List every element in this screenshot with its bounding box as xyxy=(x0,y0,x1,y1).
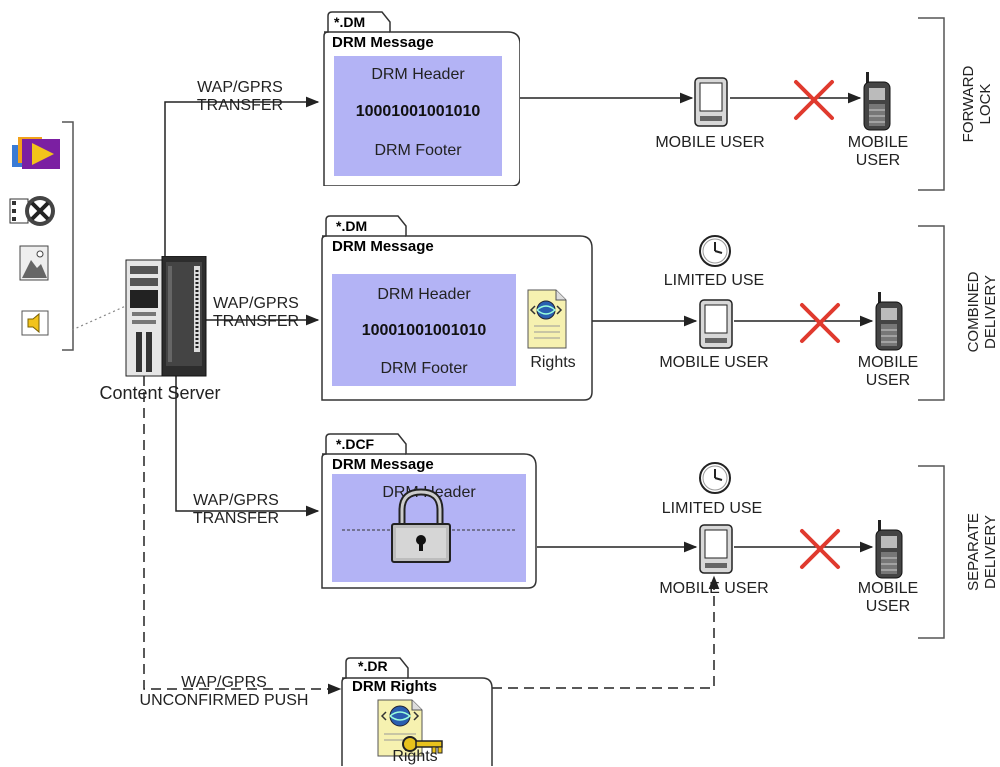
push-dashed-arrow xyxy=(143,376,342,695)
video-clip-icon xyxy=(12,137,60,169)
row1-cellphone-icon xyxy=(863,72,891,131)
row2-file-tab: *.DM xyxy=(336,218,368,234)
row3-mobile-user: MOBILE USER xyxy=(659,580,769,597)
bracket-combined-delivery xyxy=(918,225,945,401)
row3-title: DRM Message xyxy=(332,456,434,473)
row2-rights-document-icon xyxy=(527,289,567,349)
row2-rights-label: Rights xyxy=(530,354,576,371)
audio-speaker-icon xyxy=(21,310,49,336)
row1-bits: 10001001001010 xyxy=(355,103,481,120)
row1-file-tab: *.DM xyxy=(334,14,366,30)
rights-certificate-key-icon xyxy=(377,699,443,757)
row2-drm-footer: DRM Footer xyxy=(380,360,468,377)
row3-file-tab: *.DCF xyxy=(336,436,375,452)
bracket-forward-lock xyxy=(918,17,945,191)
row3-limited-use: LIMITED USE xyxy=(661,500,763,517)
row1-drm-header: DRM Header xyxy=(371,66,465,83)
content-server-icon xyxy=(125,256,207,377)
row2-blocked-x-icon xyxy=(800,303,840,343)
rights-object-title: DRM Rights xyxy=(352,678,437,695)
row1-drm-footer: DRM Footer xyxy=(374,142,462,159)
row1-drm-message-box: *.DM DRM Message DRM Header 100010010010… xyxy=(318,8,520,186)
bracket-separate-delivery xyxy=(918,465,945,639)
row3-blocked-x-icon xyxy=(800,529,840,569)
media-group-bracket xyxy=(62,121,74,351)
image-icon xyxy=(19,245,49,281)
rights-object-box: *.DR DRM Rights xyxy=(340,654,494,766)
row2-limited-use: LIMITED USE xyxy=(663,272,765,289)
row2-cellphone-icon xyxy=(875,292,903,351)
film-reel-icon xyxy=(9,196,55,226)
row1-transfer-arrow xyxy=(164,96,320,262)
row3-padlock-icon xyxy=(391,488,451,563)
row3-transfer-arrow xyxy=(175,376,320,517)
row1-mobile-user: MOBILE USER xyxy=(655,134,765,151)
rights-object-file-tab: *.DR xyxy=(358,658,388,674)
row3-pda-icon xyxy=(699,524,733,574)
rights-to-mobile-dashed xyxy=(492,575,720,689)
row2-bits: 10001001001010 xyxy=(361,322,487,339)
row1-blocked-x-icon xyxy=(794,80,834,120)
content-server-label: Content Server xyxy=(99,383,221,403)
row2-drm-header: DRM Header xyxy=(377,286,471,303)
row2-drm-message-box: *.DM DRM Message DRM Header 100010010010… xyxy=(318,212,594,402)
rights-object-label: Rights xyxy=(392,748,438,765)
row1-title: DRM Message xyxy=(332,34,434,51)
row1-pda-icon xyxy=(694,77,728,127)
media-to-server-line xyxy=(71,304,129,331)
row2-pda-icon xyxy=(699,299,733,349)
media-icons xyxy=(9,137,60,336)
row2-title: DRM Message xyxy=(332,238,434,255)
row3-cellphone-icon xyxy=(875,520,903,579)
row3-clock-icon xyxy=(699,462,731,494)
row3-drm-message-box: *.DCF DRM Message DRM Header xyxy=(318,430,538,590)
row2-clock-icon xyxy=(699,235,731,267)
row2-mobile-user: MOBILE USER xyxy=(659,354,769,371)
